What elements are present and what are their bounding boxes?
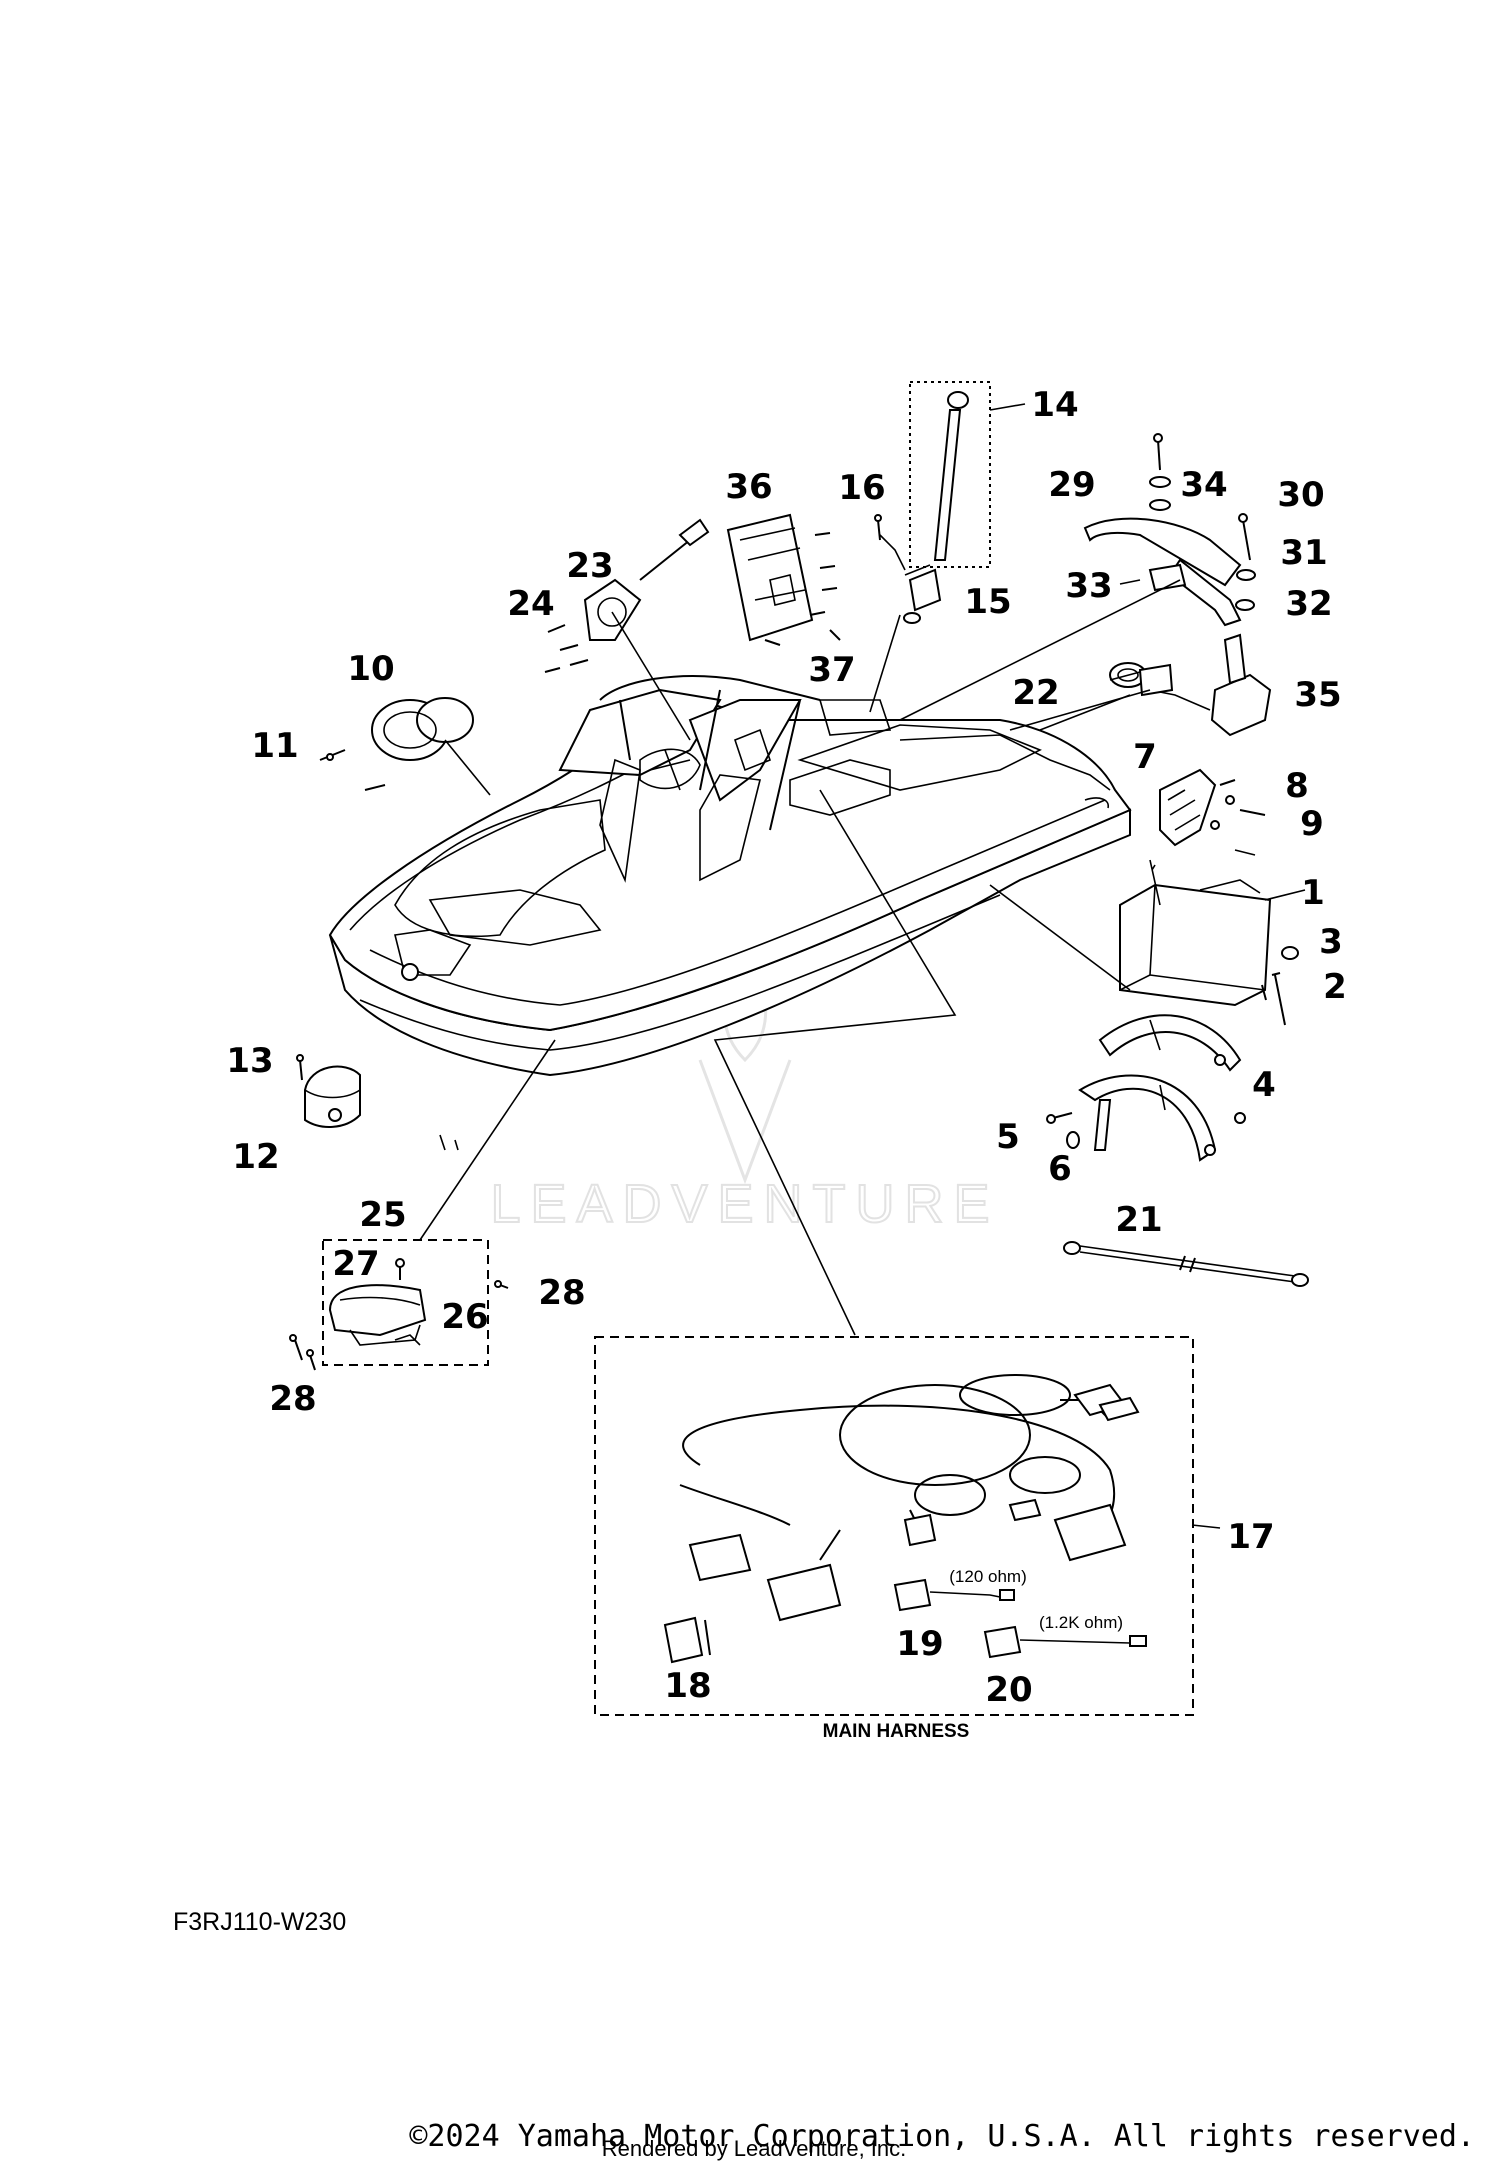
label-part-16: 16	[838, 468, 885, 508]
label-part-25: 25	[359, 1195, 406, 1235]
part-9-bolt	[1210, 809, 1266, 830]
part-14-filler-hose	[909, 381, 991, 568]
label-part-36: 36	[725, 467, 772, 507]
part-1-control-unit	[1119, 859, 1272, 1007]
label-part-18: 18	[664, 1666, 711, 1706]
part-27-screw	[395, 1258, 405, 1280]
part-11-screws	[319, 749, 386, 791]
part-7-bracket	[1159, 768, 1217, 847]
label-part-28a: 28	[538, 1273, 585, 1313]
label-part-29: 29	[1048, 465, 1095, 505]
label-part-15: 15	[964, 582, 1011, 622]
label-part-9: 9	[1300, 804, 1324, 844]
part-34-bolt-washer	[1149, 433, 1171, 511]
label-part-10: 10	[347, 649, 394, 689]
label-part-23: 23	[566, 546, 613, 586]
copyright-text: ©2024 Yamaha Motor Corporation, U.S.A. A…	[409, 2119, 1475, 2154]
part-30-bolt	[1238, 513, 1251, 561]
rendered-by-text: Rendered by LeadVenture, Inc.	[602, 2136, 907, 2161]
part-12-nav-light	[304, 1065, 361, 1128]
part-23-gauge	[583, 518, 710, 641]
label-part-12: 12	[232, 1137, 279, 1177]
resistor-120-label: (120 ohm)	[949, 1567, 1026, 1586]
boat-hull	[328, 675, 1132, 1151]
label-part-6: 6	[1048, 1149, 1072, 1189]
part-number-labels: 1 2 3 4 5 6 7 8 9 10 11 12 13 14 15 16 1…	[226, 385, 1347, 1710]
part-5-bolt	[1046, 1112, 1073, 1124]
label-part-19: 19	[896, 1624, 943, 1664]
label-part-17: 17	[1227, 1517, 1274, 1557]
part-2-bolt	[1261, 972, 1286, 1026]
label-part-7: 7	[1133, 737, 1157, 777]
label-part-35: 35	[1294, 675, 1341, 715]
part-6-washer	[1066, 1131, 1080, 1149]
label-part-14: 14	[1031, 385, 1078, 425]
label-part-2: 2	[1323, 967, 1347, 1007]
part-8-bolt	[1219, 779, 1236, 805]
watermark-text: LEADVENTURE	[490, 1174, 999, 1234]
label-part-24: 24	[507, 584, 554, 624]
part-32-washer	[1235, 599, 1255, 611]
label-part-8: 8	[1285, 766, 1309, 806]
label-part-22: 22	[1012, 673, 1059, 713]
label-part-27: 27	[332, 1244, 379, 1284]
label-part-3: 3	[1319, 922, 1343, 962]
leader-lines	[419, 403, 1306, 1529]
part-37-screws	[764, 532, 841, 646]
part-4-straps	[1078, 1014, 1246, 1162]
watermark: LEADVENTURE	[489, 947, 999, 1235]
label-part-5: 5	[996, 1117, 1020, 1157]
label-part-20: 20	[985, 1670, 1032, 1710]
harness-caption: MAIN HARNESS	[823, 1721, 970, 1742]
resistor-1k2-label: (1.2K ohm)	[1039, 1613, 1123, 1632]
part-24-screws	[544, 624, 589, 673]
label-part-21: 21	[1115, 1200, 1162, 1240]
label-part-4: 4	[1252, 1065, 1276, 1105]
label-part-31: 31	[1280, 533, 1327, 573]
part-33-clamp	[1148, 563, 1187, 592]
label-part-13: 13	[226, 1041, 273, 1081]
label-part-34: 34	[1180, 465, 1227, 505]
diagram-code: F3RJ110-W230	[173, 1908, 346, 1936]
main-harness-box	[594, 1336, 1194, 1716]
part-35-sensor	[1138, 633, 1272, 737]
part-15-fitting	[903, 568, 942, 624]
part-31-washer	[1236, 569, 1256, 581]
part-16-screw	[874, 514, 882, 541]
label-part-28b: 28	[269, 1379, 316, 1419]
part-10-speaker	[371, 697, 474, 761]
label-part-30: 30	[1277, 475, 1324, 515]
part-21-battery-cable	[1063, 1241, 1309, 1287]
part-13-screw	[296, 1054, 304, 1081]
part-28-screws	[289, 1280, 509, 1371]
label-part-26: 26	[441, 1297, 488, 1337]
part-36-ecu	[726, 513, 814, 642]
label-part-1: 1	[1301, 873, 1325, 913]
part-3-washer	[1281, 946, 1299, 960]
label-part-32: 32	[1285, 584, 1332, 624]
part-26-light-housing	[339, 1296, 421, 1306]
label-part-33: 33	[1065, 566, 1112, 606]
label-part-37: 37	[808, 650, 855, 690]
label-part-11: 11	[251, 726, 298, 766]
